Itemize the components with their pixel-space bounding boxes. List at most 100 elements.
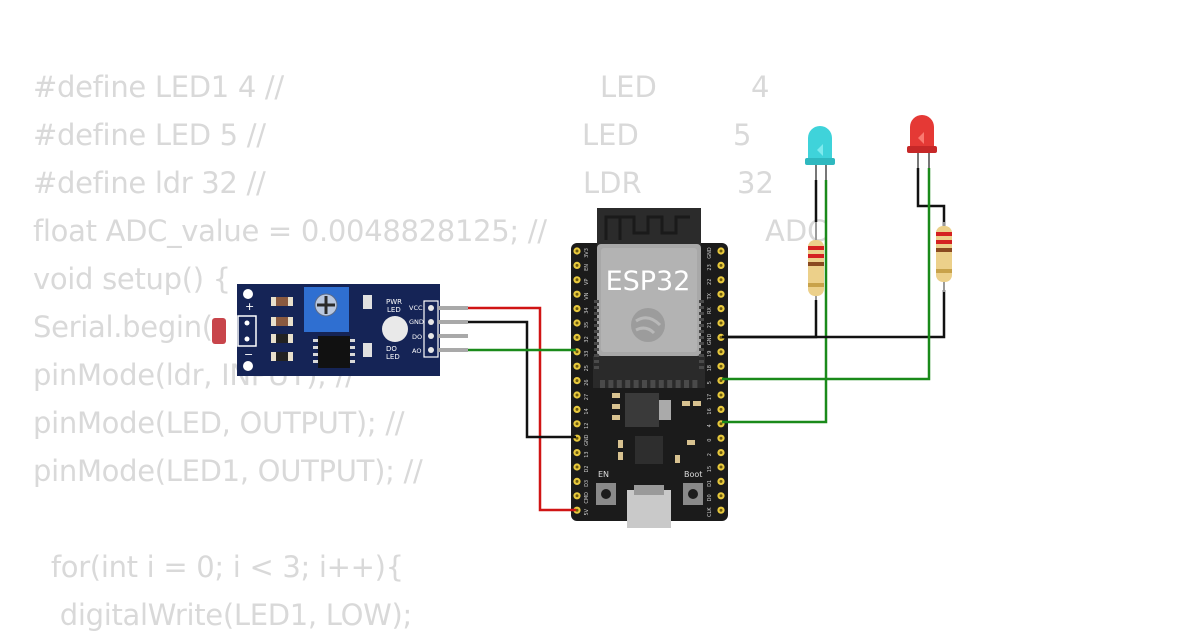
pin-label: GND [707,334,713,346]
do-led-label: DO [386,345,397,353]
castellated-pad [675,380,681,388]
castellated-pad [650,380,656,388]
castellated-pad [699,360,704,363]
pin-label: 0 [707,439,713,442]
pin-header [423,300,439,358]
castellated-pad [594,306,599,309]
castellated-pads [594,300,704,388]
pin-label: D0 [707,494,713,501]
pin-label: 33 [584,351,590,357]
pin-hole [575,422,579,426]
red-led[interactable] [907,115,937,168]
pin-label: CLK [707,507,713,517]
castellated-pad [594,318,599,321]
pin-label: 16 [707,408,713,414]
smd-resistors [271,297,293,361]
pin-hole [719,263,723,267]
code-line: #define LED 5 // [33,118,266,152]
pin-hole [719,307,723,311]
castellated-pad [667,380,673,388]
pin-label: 3V3 [584,248,590,258]
voltage-regulator [625,393,659,427]
castellated-pad [699,366,704,369]
pin-label: 12 [584,423,590,429]
esp32-label: ESP32 [606,266,691,297]
castellated-pad [616,380,622,388]
regulator-tab [659,400,671,420]
minus-label: − [244,348,253,361]
rf-shield-top [601,248,697,352]
usb-shell [634,485,664,495]
ldr-sensor-module[interactable]: + − PWR LED DO LED [212,284,468,376]
do-led [363,343,372,357]
pin-label: GND [707,247,713,259]
code-line: Serial.begin( [33,310,213,344]
comment-value: 4 [751,70,770,104]
wire-red-cathode [916,168,946,226]
header-holes [428,305,434,353]
pin-label: D2 [584,465,590,472]
pin-hole [719,451,723,455]
comment-value: 32 [737,166,774,200]
pin-label: 13 [584,451,590,457]
cyan-led[interactable] [805,126,835,180]
wire-vcc [468,306,576,512]
status-led [382,316,408,342]
castellated-pad [594,348,599,351]
pin-hole [719,393,723,397]
espressif-logo [631,308,665,342]
pin-hole [719,494,723,498]
svg-text:GND: GND [409,318,424,326]
pin-hole [575,393,579,397]
socket-pin [244,336,250,342]
pin-hole [719,335,723,339]
pin-hole [575,278,579,282]
comment-word: LED [600,70,657,104]
pin-label: CMD [584,492,590,504]
pin-label: 19 [707,351,713,357]
pin-hole [719,379,723,383]
castellated-pad [594,354,599,357]
resistor-cyan[interactable] [808,222,824,300]
micro-usb-port[interactable] [627,490,671,528]
resistor-red[interactable] [936,222,952,292]
pin-label: TX [707,292,713,300]
code-line: pinMode(LED, OUTPUT); // [33,406,405,440]
pin-label: 14 [584,408,590,414]
pin-label: 34 [584,307,590,313]
en-button-cap[interactable] [601,489,611,499]
castellated-pad [684,380,689,388]
pin-label: 5V [584,508,590,515]
pin-hole [719,278,723,282]
svg-text:AO: AO [412,347,421,355]
castellated-pad [594,342,599,345]
castellated-pad [642,380,647,388]
pot-cross [317,296,335,314]
pin-label: GND [584,434,590,446]
castellated-pad [594,324,599,327]
esp32-board[interactable]: ESP32 EN Boot 3V3ENVPVN34353233252627141… [571,208,728,528]
code-line: float ADC_value = 0.0048828125; // [33,214,547,248]
chip-legs [313,339,355,363]
header-pins[interactable] [438,306,468,352]
pin-label: 32 [584,336,590,342]
wires[interactable] [468,168,946,512]
pin-hole [719,407,723,411]
pin-hole [719,249,723,253]
pin-hole [719,350,723,354]
pin-label: 2 [707,453,713,456]
header-pin-columns[interactable]: 3V3ENVPVN343532332526271412GND13D2D3CMD5… [573,247,725,517]
castellated-pad [699,318,704,321]
castellated-pad [594,330,599,333]
pin-hole [719,508,723,512]
pin-label: 4 [707,424,713,427]
logo-swirl [635,316,662,335]
castellated-pad [692,380,698,388]
pin-hole [719,292,723,296]
pin-hole [719,436,723,440]
comment-value: 5 [733,118,752,152]
pwr-led [363,295,372,309]
pin-hole [575,335,579,339]
boot-button-cap[interactable] [688,489,698,499]
castellated-pad [699,312,704,315]
